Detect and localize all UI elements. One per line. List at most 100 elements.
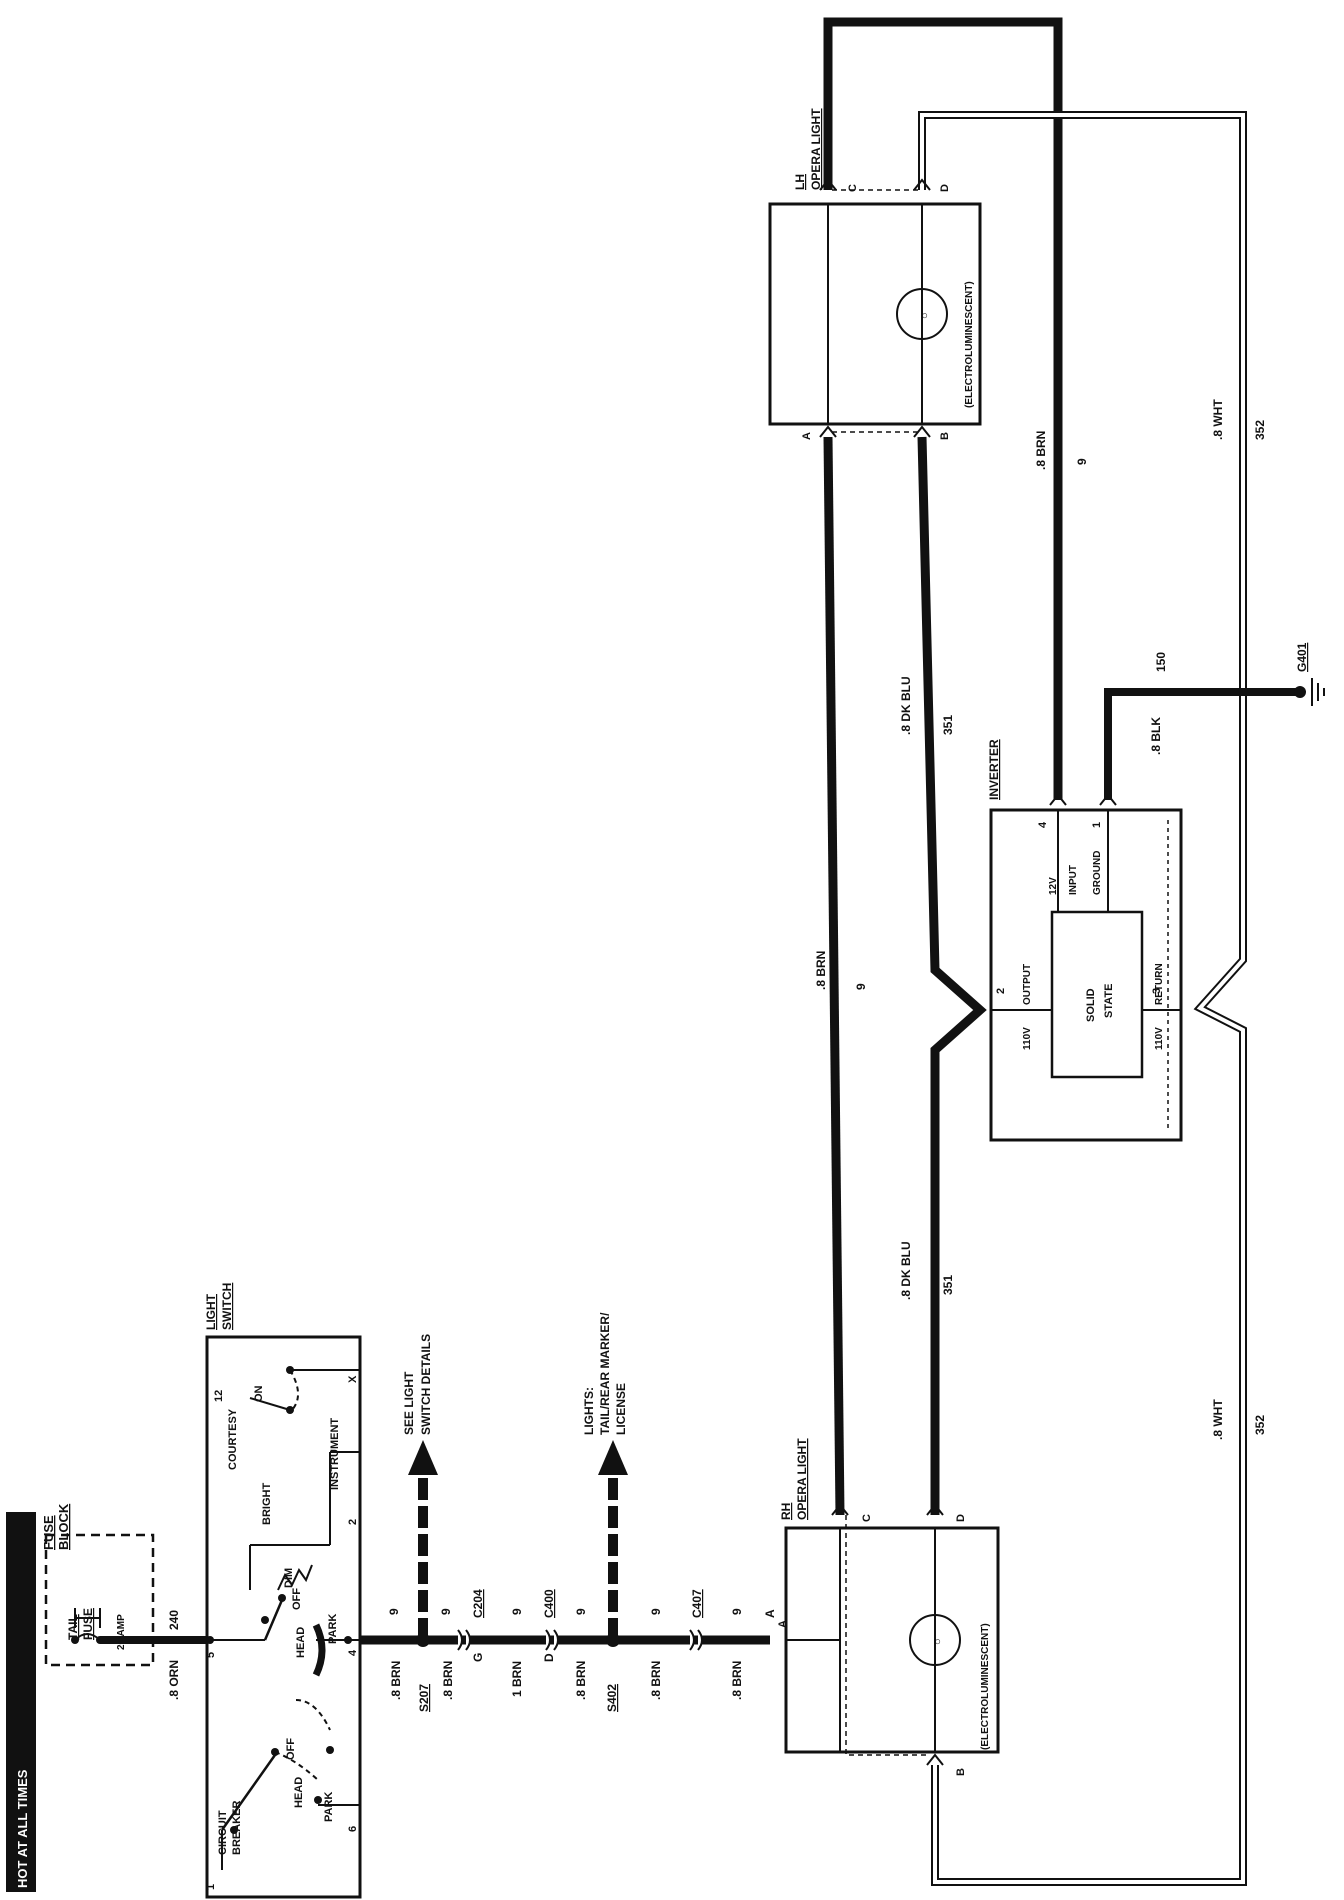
wire-9-lh-label: 9 xyxy=(1075,458,1089,465)
connector-g: G xyxy=(471,1653,485,1662)
wire-brn-2-label: .8 BRN xyxy=(441,1661,455,1700)
wire-352-upper-label: 352 xyxy=(1253,420,1267,440)
see-note-line-2: SWITCH DETAILS xyxy=(419,1334,433,1435)
off-up-label: OFF xyxy=(291,1588,303,1610)
connector-chevrons xyxy=(819,178,1117,1766)
wire-blk-label: .8 BLK xyxy=(1149,717,1163,755)
rh-opera-title-1: RH xyxy=(779,1503,793,1520)
tail-fuse-label-2: FUSE xyxy=(81,1608,95,1640)
inverter-110v-b: 110V xyxy=(1154,1027,1165,1050)
wire-9-6-label: 9 xyxy=(730,1608,744,1615)
rh-opera-title-2: OPERA LIGHT xyxy=(795,1438,809,1520)
inverter-12v: 12V xyxy=(1048,877,1059,895)
wire-9-2-label: 9 xyxy=(439,1608,453,1615)
bright-label: BRIGHT xyxy=(261,1483,273,1525)
off-low-label: OFF xyxy=(285,1738,297,1760)
connector-c204: C204 xyxy=(471,1589,485,1618)
wire-9-3-label: 9 xyxy=(510,1608,524,1615)
park-up-label: PARK xyxy=(327,1614,339,1644)
inverter-pin-1: 1 xyxy=(1091,822,1103,828)
wire-blu-lower-label: .8 DK BLU xyxy=(899,1241,913,1300)
lh-opera-title-2: OPERA LIGHT xyxy=(809,108,823,190)
wire-brn-6-label: .8 BRN xyxy=(730,1661,744,1700)
wire-351-upper-label: 351 xyxy=(941,715,955,735)
splice-s402: S402 xyxy=(605,1684,619,1712)
rh-pin-a: A xyxy=(777,1620,789,1628)
tail-fuse-label-1: TAIL xyxy=(66,1614,80,1640)
rh-pin-d: D xyxy=(955,1514,967,1522)
wire-9-4-label: 9 xyxy=(574,1608,588,1615)
wire-brn-4-label: .8 BRN xyxy=(574,1661,588,1700)
head-low-label: HEAD xyxy=(293,1777,305,1808)
wire-9-5-label: 9 xyxy=(649,1608,663,1615)
pin-5: 5 xyxy=(205,1652,217,1658)
lights-note-line-1: LIGHTS: xyxy=(582,1387,596,1435)
hot-at-all-times-header: HOT AT ALL TIMES xyxy=(6,1512,36,1892)
lights-note-line-3: LICENSE xyxy=(614,1383,628,1435)
wire-wht-upper-label: .8 WHT xyxy=(1211,399,1225,440)
inverter-pin-4: 4 xyxy=(1037,821,1049,828)
wire-9-1-label: 9 xyxy=(387,1608,401,1615)
courtesy-label: COURTESY xyxy=(227,1408,239,1470)
rh-pin-b: B xyxy=(955,1768,967,1776)
see-note-line-1: SEE LIGHT xyxy=(402,1371,416,1435)
connector-c400: C400 xyxy=(542,1589,556,1618)
header-title: HOT AT ALL TIMES xyxy=(15,1769,30,1888)
rh-pin-c: C xyxy=(861,1514,873,1522)
pin-12: 12 xyxy=(213,1390,225,1402)
fuse-block: FUSE BLOCK TAIL FUSE 20 AMP xyxy=(41,1503,207,1667)
wire-brn-1-label: .8 BRN xyxy=(389,1661,403,1700)
pin-1: 1 xyxy=(205,1884,217,1890)
wire-brn-long-label: .8 BRN xyxy=(814,951,828,990)
wire-brn-3-label: 1 BRN xyxy=(510,1661,524,1697)
inverter-110v-a: 110V xyxy=(1022,1027,1033,1050)
lh-pin-b: B xyxy=(939,432,951,440)
wire-brn-5-label: .8 BRN xyxy=(649,1661,663,1700)
fuse-block-title-1: FUSE xyxy=(41,1515,56,1550)
connector-c407: C407 xyxy=(690,1589,704,1618)
lh-pin-c: C xyxy=(847,184,859,192)
inverter-title: INVERTER xyxy=(987,739,1001,800)
wire-150-label: 150 xyxy=(1154,652,1168,672)
fuse-block-title-2: BLOCK xyxy=(56,1503,71,1550)
ground-g401: G401 xyxy=(1295,642,1309,672)
inverter-pin-2: 2 xyxy=(995,988,1007,994)
inverter-ground: GROUND xyxy=(1092,851,1103,895)
wire-352-lower-label: 352 xyxy=(1253,1415,1267,1435)
pin-2: 2 xyxy=(347,1519,359,1525)
lh-pin-d: D xyxy=(939,184,951,192)
connector-a: A xyxy=(763,1609,777,1618)
lh-opera-light: ○ LH OPERA LIGHT (ELECTROLUMINESCENT) C … xyxy=(768,108,982,440)
dim-label: DIM xyxy=(283,1568,295,1588)
pin-4: 4 xyxy=(347,1649,359,1656)
fuse-rating: 20 AMP xyxy=(116,1614,127,1650)
wire-blu-upper-label: .8 DK BLU xyxy=(899,676,913,735)
lh-pin-a: A xyxy=(801,432,813,440)
solid-state-2: STATE xyxy=(1103,984,1115,1018)
inverter-return: RETURN xyxy=(1154,963,1165,1005)
connector-d: D xyxy=(542,1653,556,1662)
inverter-pin-3: 3 xyxy=(1151,988,1163,994)
bus-connector-marks xyxy=(416,1629,703,1651)
on-label: ON xyxy=(253,1385,265,1402)
light-switch-title-1: LIGHT xyxy=(204,1293,218,1330)
wire-wht-lower-label: .8 WHT xyxy=(1211,1399,1225,1440)
lh-opera-title-1: LH xyxy=(793,174,807,190)
head-up-label: HEAD xyxy=(295,1627,307,1658)
pin-x: X xyxy=(347,1375,359,1383)
lh-opera-type: (ELECTROLUMINESCENT) xyxy=(964,281,975,408)
wire-240-label: 240 xyxy=(167,1610,181,1630)
pin-6: 6 xyxy=(347,1826,359,1832)
wire-brn-lh-label: .8 BRN xyxy=(1034,431,1048,470)
rh-opera-type: (ELECTROLUMINESCENT) xyxy=(980,1623,991,1750)
wire-9-long-label: 9 xyxy=(854,983,868,990)
inverter: INVERTER 4 1 2 3 12V INPUT GROUND 110V O… xyxy=(987,739,1183,1142)
inverter-input: INPUT xyxy=(1068,865,1079,895)
light-switch-title-2: SWITCH xyxy=(220,1283,234,1330)
splice-s207: S207 xyxy=(417,1684,431,1712)
solid-state-1: SOLID xyxy=(1085,988,1097,1022)
ground-symbol-g401 xyxy=(1294,678,1325,706)
instrument-label: INSTRUMENT xyxy=(329,1418,341,1490)
rh-lamp-symbol: ○ xyxy=(932,1638,944,1645)
